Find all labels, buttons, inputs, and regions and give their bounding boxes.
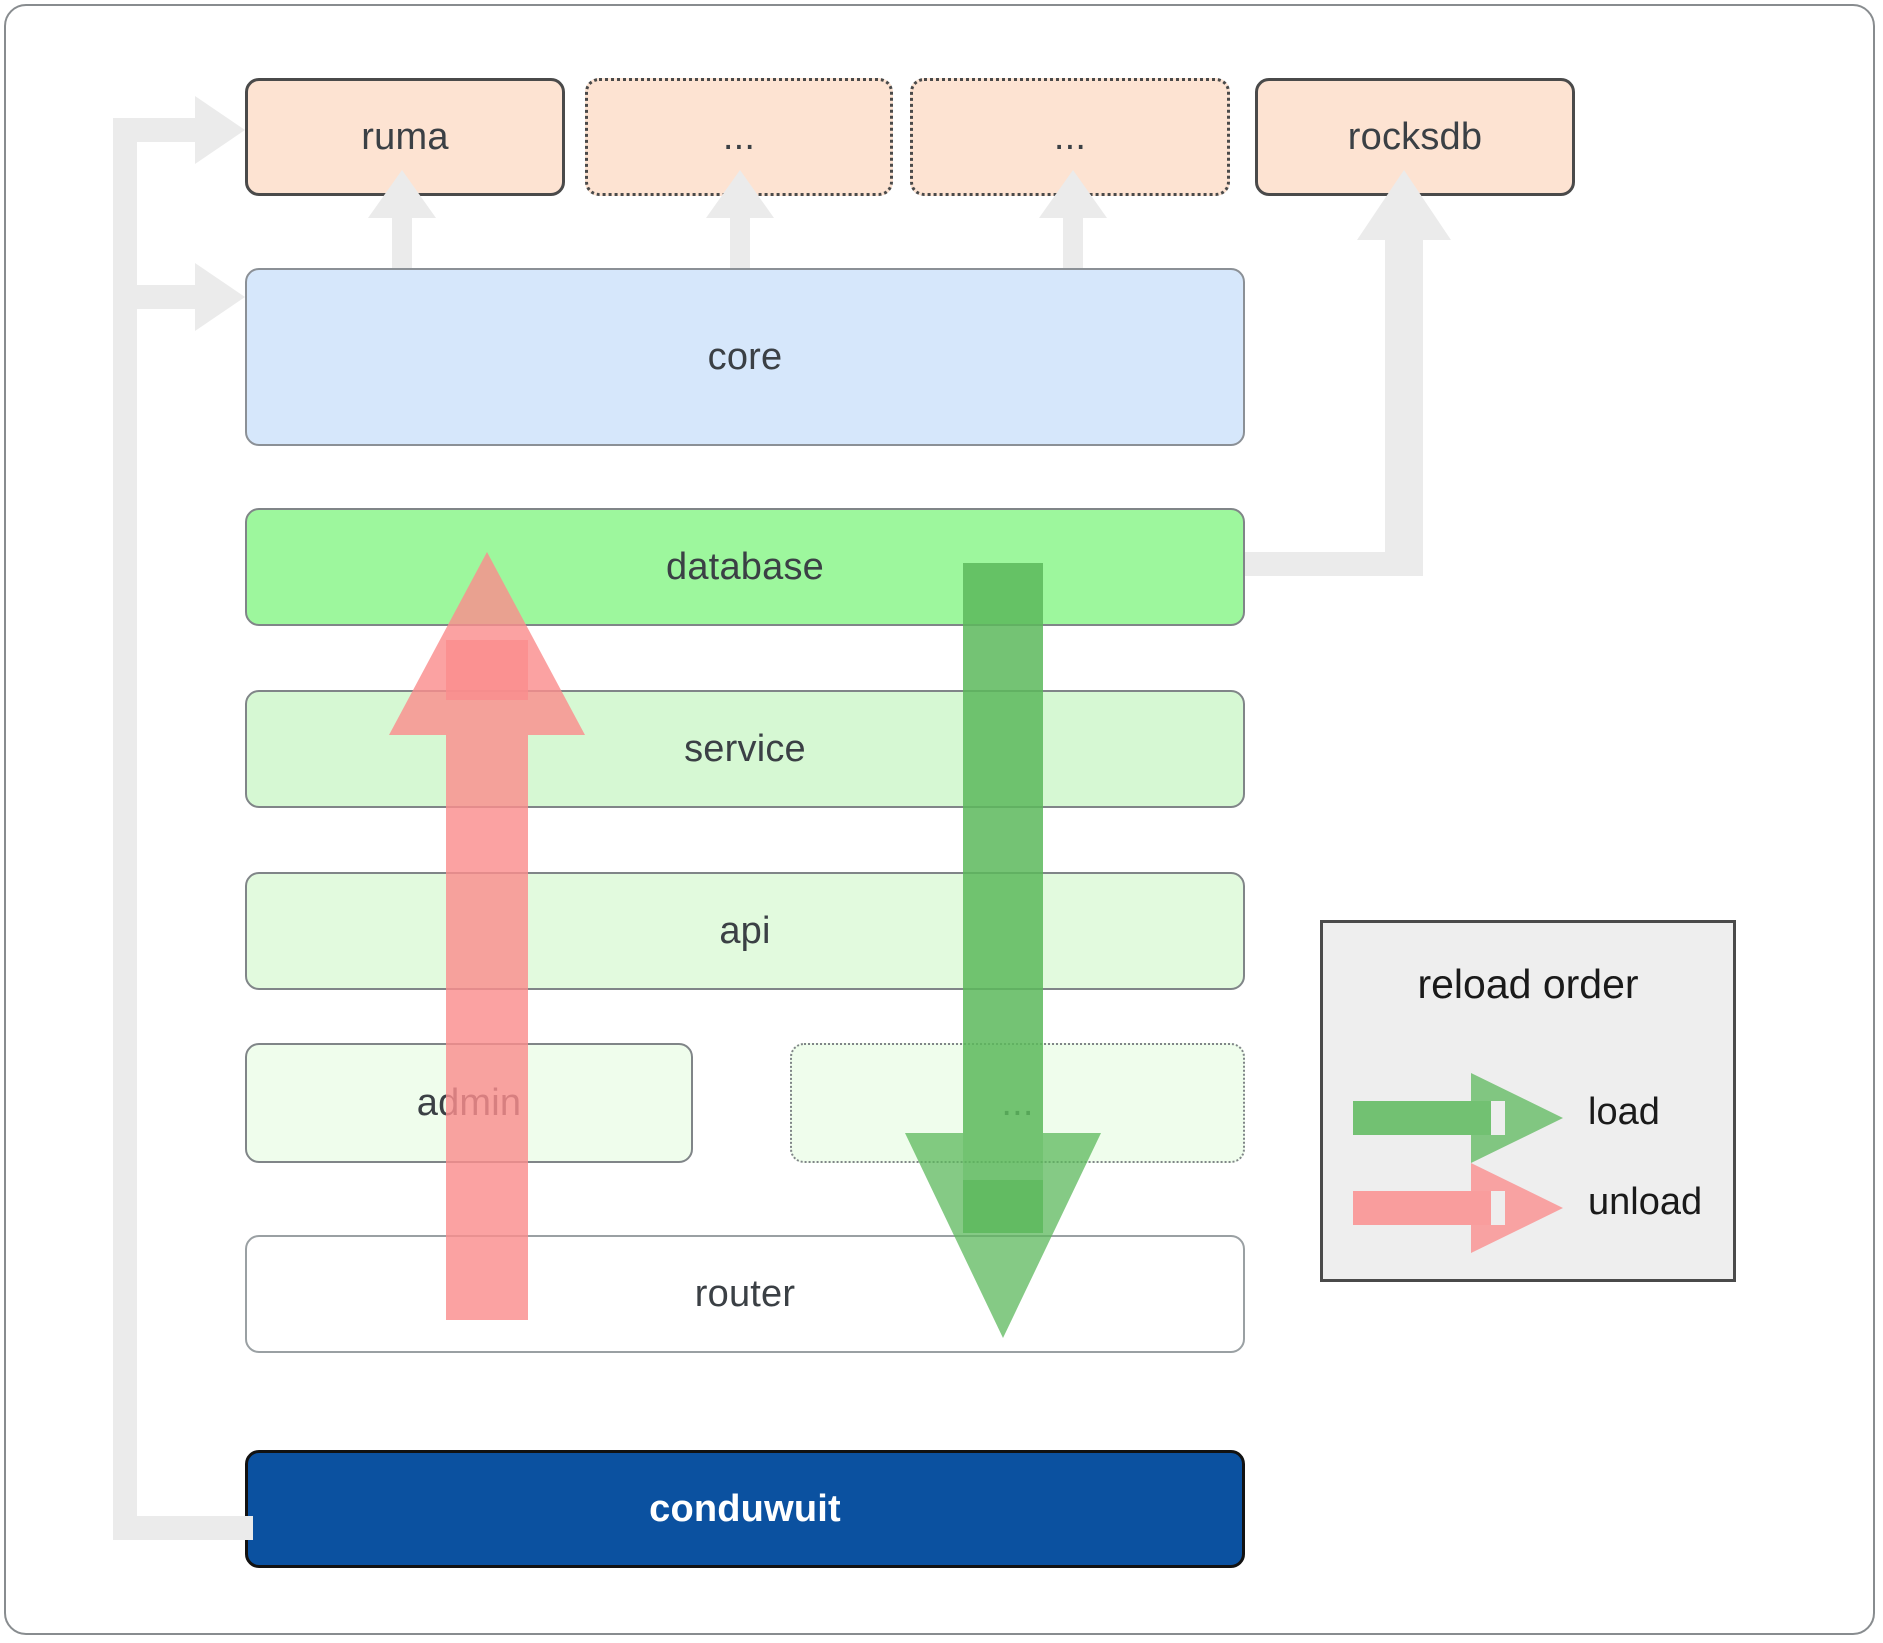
- layer-label-database: database: [666, 545, 824, 588]
- legend-swatch-load: [1353, 1073, 1563, 1163]
- dependency-label-rocksdb: rocksdb: [1347, 115, 1483, 158]
- legend-label-load: load: [1588, 1091, 1660, 1133]
- dependency-box-placeholder-1[interactable]: ...: [585, 78, 893, 196]
- layer-label-placeholder: ...: [1001, 1081, 1034, 1124]
- dependency-box-placeholder-2[interactable]: ...: [910, 78, 1230, 196]
- layer-box-placeholder[interactable]: ...: [790, 1043, 1245, 1163]
- layer-label-api: api: [719, 909, 771, 952]
- dependency-label-ruma: ruma: [361, 115, 449, 158]
- layer-label-core: core: [707, 335, 783, 378]
- dependency-box-rocksdb[interactable]: rocksdb: [1255, 78, 1575, 196]
- legend-row-unload: unload: [1323, 1163, 1733, 1253]
- layer-box-api[interactable]: api: [245, 872, 1245, 990]
- layer-box-router[interactable]: router: [245, 1235, 1245, 1353]
- dependency-label-placeholder-2: ...: [1053, 115, 1087, 158]
- layer-label-service: service: [684, 727, 806, 770]
- legend-title: reload order: [1417, 961, 1639, 1007]
- layer-box-admin[interactable]: admin: [245, 1043, 693, 1163]
- legend-label-unload: unload: [1588, 1181, 1703, 1223]
- diagram-frame: [4, 4, 1875, 1635]
- dependency-box-ruma[interactable]: ruma: [245, 78, 565, 196]
- application-label-conduwuit: conduwuit: [649, 1487, 841, 1530]
- dependency-label-placeholder-1: ...: [722, 115, 756, 158]
- layer-box-database[interactable]: database: [245, 508, 1245, 626]
- legend-row-load: load: [1323, 1073, 1733, 1163]
- layer-label-router: router: [694, 1272, 796, 1315]
- legend-panel: reload order load unload: [1320, 920, 1736, 1282]
- application-box-conduwuit[interactable]: conduwuit: [245, 1450, 1245, 1568]
- layer-box-core[interactable]: core: [245, 268, 1245, 446]
- legend-swatch-unload: [1353, 1163, 1563, 1253]
- layer-label-admin: admin: [416, 1081, 522, 1124]
- layer-box-service[interactable]: service: [245, 690, 1245, 808]
